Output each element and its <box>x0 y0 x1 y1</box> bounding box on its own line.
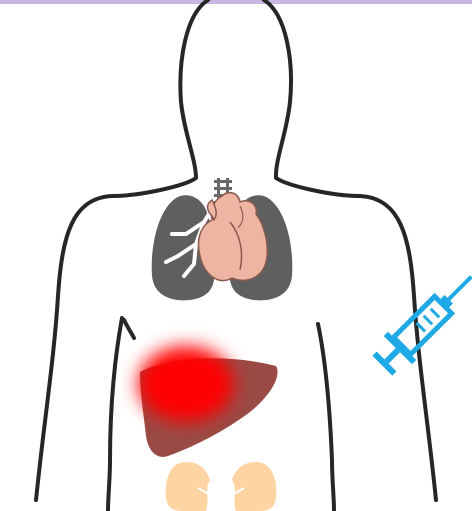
liver-icon <box>138 346 278 457</box>
kidneys-icon <box>166 462 277 511</box>
liver-highlight <box>138 346 234 422</box>
